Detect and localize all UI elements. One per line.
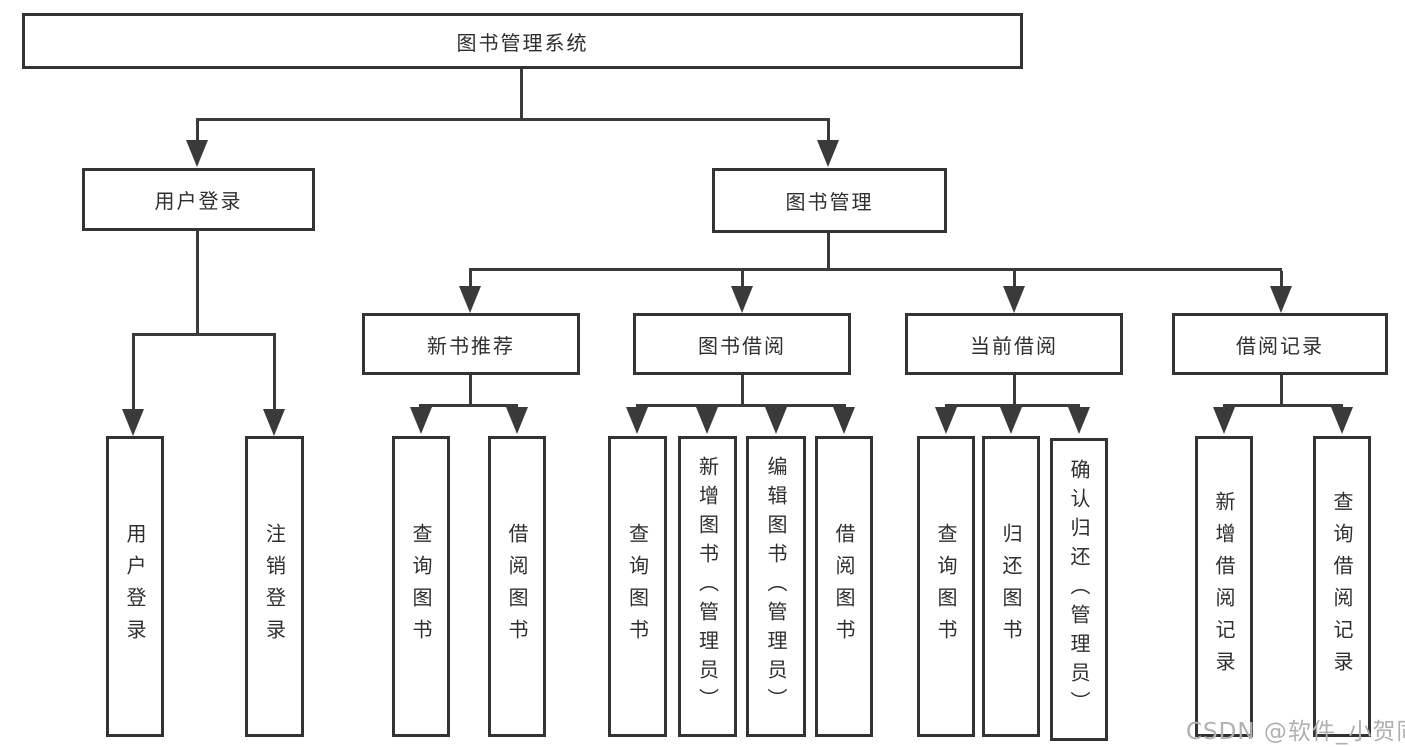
node-label: 查询图书 <box>625 522 650 651</box>
node-leaf-edit-book: 编辑图书（管理员） <box>746 436 806 737</box>
node-current-borrow: 当前借阅 <box>905 313 1123 375</box>
node-label: 确认归还（管理员） <box>1067 459 1091 720</box>
connector-line <box>636 404 846 407</box>
node-label: 编辑图书（管理员） <box>764 456 788 717</box>
arrowhead-down-icon <box>459 286 481 313</box>
node-label: 注销登录 <box>262 522 287 651</box>
arrowhead-down-icon <box>731 286 753 313</box>
arrowhead-down-icon <box>1270 286 1292 313</box>
node-root: 图书管理系统 <box>22 13 1023 69</box>
arrowhead-down-icon <box>1068 407 1090 434</box>
connector-line <box>273 336 276 410</box>
node-label: 图书借阅 <box>698 333 786 358</box>
arrowhead-down-icon <box>410 407 432 434</box>
node-leaf-query-record: 查询借阅记录 <box>1313 436 1371 737</box>
node-label: 查询借阅记录 <box>1330 490 1354 683</box>
node-label: 新增图书（管理员） <box>695 456 720 717</box>
connector-line <box>469 268 1282 271</box>
connector-line <box>1013 375 1016 407</box>
arrowhead-down-icon <box>186 140 208 167</box>
arrowhead-down-icon <box>817 140 839 167</box>
arrowhead-down-icon <box>1003 286 1025 313</box>
connector-line <box>741 271 744 287</box>
node-leaf-query-book-1: 查询图书 <box>392 436 450 737</box>
arrowhead-down-icon <box>765 407 787 434</box>
arrowhead-down-icon <box>935 407 957 434</box>
connector-line <box>1280 271 1283 287</box>
node-leaf-logout: 注销登录 <box>245 436 304 737</box>
connector-line <box>741 375 744 407</box>
connector-line <box>945 404 1080 407</box>
connector-line <box>827 233 830 271</box>
node-leaf-return-book: 归还图书 <box>982 436 1040 737</box>
node-label: 用户登录 <box>123 522 147 651</box>
node-label: 查询图书 <box>934 522 958 651</box>
arrowhead-down-icon <box>696 407 718 434</box>
watermark: CSDN @软件_小贺同学 <box>1186 719 1405 745</box>
node-book-mgmt: 图书管理 <box>712 168 947 233</box>
node-label: 新增借阅记录 <box>1212 490 1236 683</box>
node-user-login: 用户登录 <box>82 168 315 231</box>
node-label: 用户登录 <box>154 189 243 213</box>
node-leaf-add-book: 新增图书（管理员） <box>678 436 737 737</box>
node-leaf-borrow-book-2: 借阅图书 <box>815 436 873 737</box>
node-label: 图书管理系统 <box>456 30 589 55</box>
node-label: 查询图书 <box>409 522 433 651</box>
connector-line <box>1223 404 1343 407</box>
connector-line <box>419 404 518 407</box>
node-label: 新书推荐 <box>427 333 515 358</box>
connector-line <box>196 121 199 142</box>
node-leaf-add-record: 新增借阅记录 <box>1195 436 1253 737</box>
connector-line <box>1013 271 1016 287</box>
node-new-book-rec: 新书推荐 <box>362 313 580 375</box>
connector-line <box>196 118 830 121</box>
node-label: 归还图书 <box>999 522 1023 651</box>
arrowhead-down-icon <box>263 409 285 436</box>
arrowhead-down-icon <box>122 409 144 436</box>
node-label: 当前借阅 <box>970 333 1058 358</box>
node-label: 图书管理 <box>785 190 874 214</box>
node-label: 借阅图书 <box>505 522 529 651</box>
node-leaf-confirm-return: 确认归还（管理员） <box>1050 438 1108 741</box>
connector-line <box>132 333 276 336</box>
node-leaf-query-book-3: 查询图书 <box>917 436 975 737</box>
arrowhead-down-icon <box>833 407 855 434</box>
node-label: 借阅记录 <box>1236 333 1324 358</box>
arrowhead-down-icon <box>1000 407 1022 434</box>
connector-line <box>1280 375 1283 407</box>
node-label: 借阅图书 <box>832 522 856 651</box>
node-borrow-records: 借阅记录 <box>1172 313 1388 375</box>
node-leaf-borrow-book-1: 借阅图书 <box>488 436 546 737</box>
connector-line <box>827 121 830 142</box>
node-leaf-user-login: 用户登录 <box>106 436 164 737</box>
arrowhead-down-icon <box>1331 407 1353 434</box>
node-book-borrow: 图书借阅 <box>633 313 851 375</box>
arrowhead-down-icon <box>1213 407 1235 434</box>
node-leaf-query-book-2: 查询图书 <box>608 436 667 737</box>
connector-line <box>520 69 523 121</box>
arrowhead-down-icon <box>626 407 648 434</box>
connector-line <box>469 271 472 287</box>
connector-line <box>132 336 135 410</box>
arrowhead-down-icon <box>506 407 528 434</box>
connector-line <box>469 375 472 407</box>
connector-line <box>196 230 199 336</box>
